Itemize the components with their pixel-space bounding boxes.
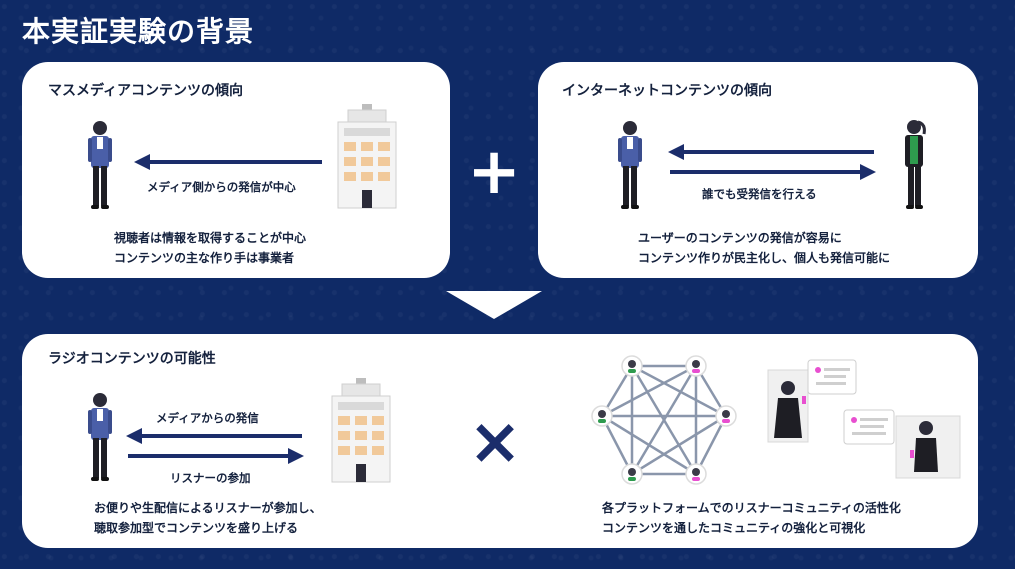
- double-arrow-icon: [668, 144, 876, 180]
- mass-media-arrow-label: メディア側からの発信が中心: [147, 180, 296, 194]
- mass-media-title: マスメディアコンテンツの傾向: [48, 83, 244, 99]
- radio-desc-left-line-2: 聴取参加型でコンテンツを盛り上げる: [94, 521, 299, 535]
- down-triangle-icon: [446, 291, 542, 319]
- building-icon: [331, 378, 391, 483]
- times-symbol: ×: [468, 405, 522, 479]
- radio-desc-left-line-1: お便りや生配信によるリスナーが参加し、: [94, 501, 322, 515]
- network-icon: [591, 355, 737, 485]
- radio-arrow-bottom-label: リスナーの参加: [170, 471, 251, 485]
- internet-arrow-label: 誰でも受発信を行える: [702, 187, 817, 201]
- slide-title: 本実証実験の背景: [22, 15, 255, 48]
- radio-arrow-top-label: メディアからの発信: [156, 411, 259, 425]
- building-icon: [337, 104, 397, 209]
- person-icon: [618, 121, 642, 209]
- person-icon: [88, 393, 112, 481]
- radio-desc-right-line-1: 各プラットフォームでのリスナーコミュニティの活性化: [602, 501, 901, 515]
- radio-card: ラジオコンテンツの可能性 メディアからの発信 リスナーの参加: [22, 334, 978, 548]
- internet-card: インターネットコンテンツの傾向 誰でも受発信を行える ユーザーのコンテンツの発信…: [538, 62, 978, 278]
- plus-symbol: +: [467, 135, 521, 209]
- chat-bubble-icon: [767, 359, 961, 479]
- mass-media-desc-line-1: 視聴者は情報を取得することが中心: [114, 231, 307, 245]
- radio-title: ラジオコンテンツの可能性: [48, 351, 216, 367]
- double-arrow-icon: [126, 428, 304, 464]
- internet-desc-line-2: コンテンツ作りが民主化し、個人も発信可能に: [638, 251, 891, 265]
- person-icon: [905, 120, 926, 209]
- mass-media-desc-line-2: コンテンツの主な作り手は事業者: [114, 251, 295, 265]
- arrow-left-icon: [134, 154, 322, 170]
- internet-desc-line-1: ユーザーのコンテンツの発信が容易に: [638, 231, 842, 245]
- radio-desc-right-line-2: コンテンツを通したコミュニティの強化と可視化: [602, 521, 866, 535]
- mass-media-card: マスメディアコンテンツの傾向 メディア側からの発信が中心 視聴者は情報を取得する: [22, 62, 450, 278]
- internet-title: インターネットコンテンツの傾向: [562, 83, 772, 99]
- person-icon: [88, 121, 112, 209]
